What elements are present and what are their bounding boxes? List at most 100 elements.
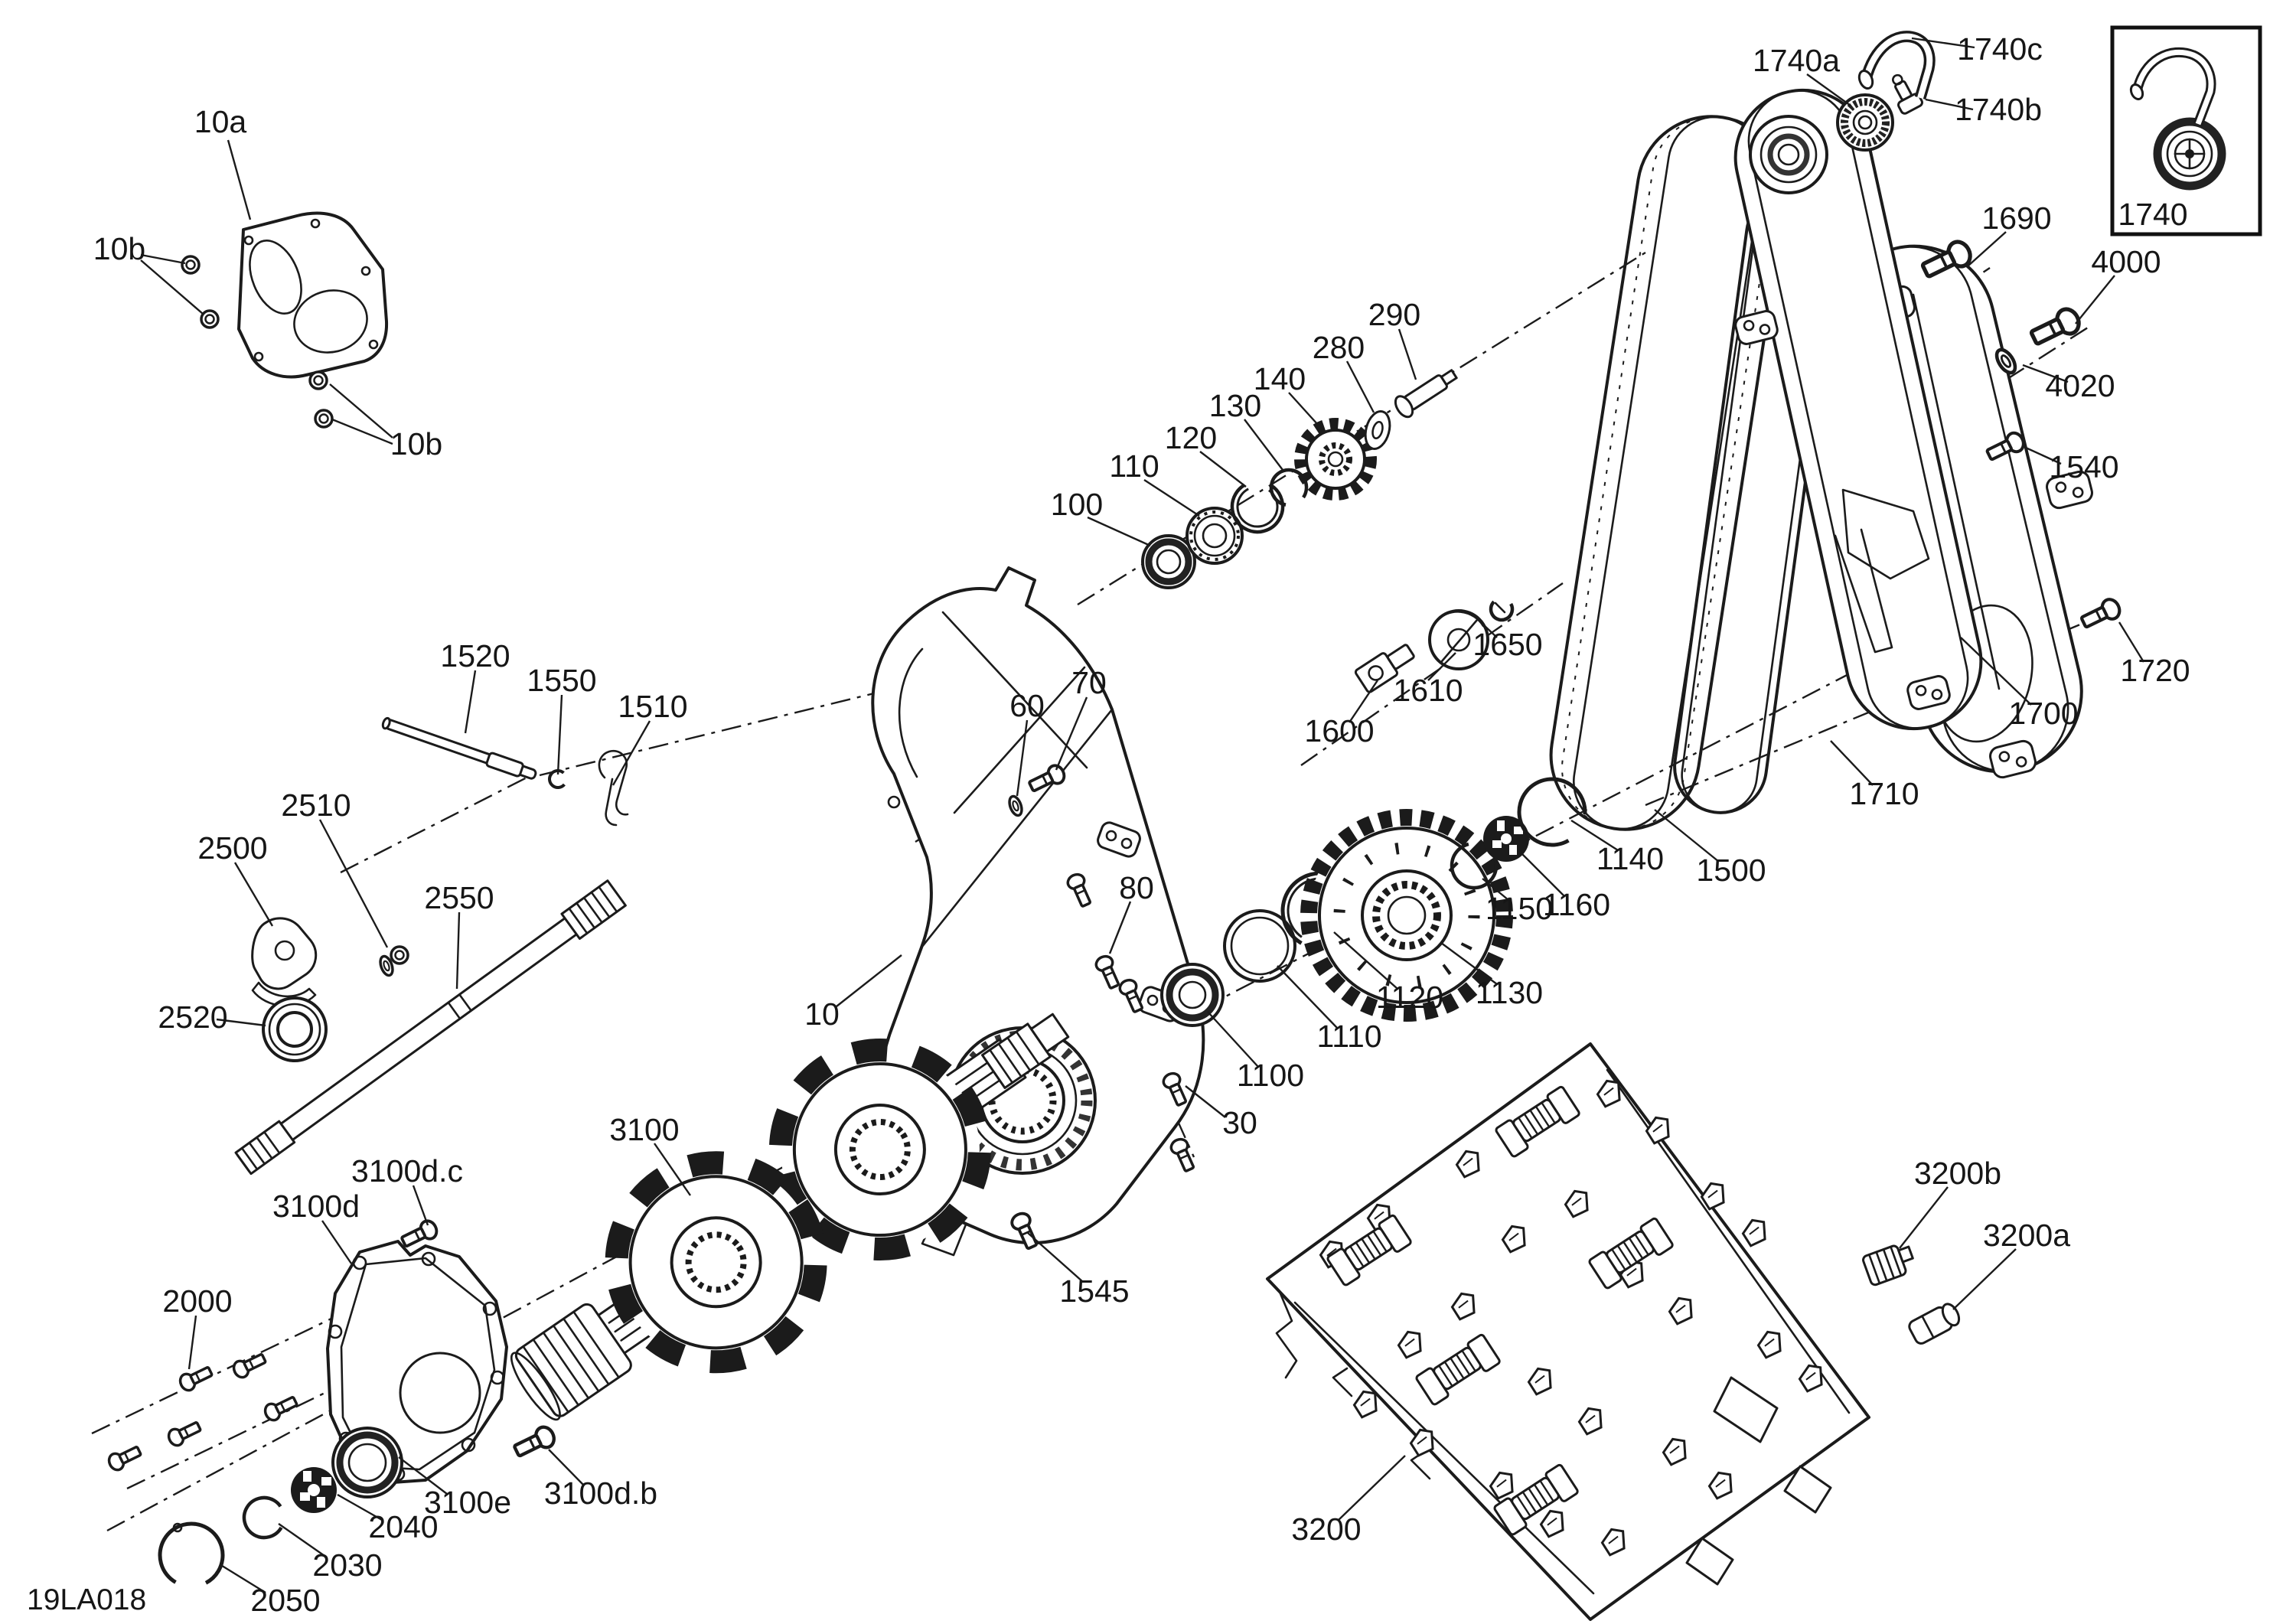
leader-line-140 bbox=[1288, 392, 1326, 434]
bearing-2520 bbox=[262, 996, 328, 1062]
leader-line-4000 bbox=[2075, 275, 2115, 324]
leader-line-3100 bbox=[654, 1143, 691, 1196]
ring-1110 bbox=[1223, 909, 1296, 983]
leader-line-3100e bbox=[398, 1456, 448, 1495]
part-label-2030: 2030 bbox=[312, 1547, 382, 1583]
part-label-3200b: 3200b bbox=[1914, 1156, 2001, 1191]
leader-line-1710 bbox=[1830, 740, 1874, 786]
leader-line-80 bbox=[1108, 901, 1132, 954]
part-label-1520: 1520 bbox=[440, 638, 510, 673]
leader-line-1120 bbox=[1333, 931, 1398, 990]
leader-line-1140 bbox=[1570, 819, 1619, 852]
leader-line-1130 bbox=[1440, 942, 1498, 985]
part-label-1610: 1610 bbox=[1393, 673, 1463, 708]
part-label-1720: 1720 bbox=[2120, 653, 2190, 688]
part-label-1160: 1160 bbox=[1543, 887, 1610, 922]
leader-line-2030 bbox=[278, 1523, 328, 1558]
output-shaft-2550 bbox=[234, 879, 627, 1176]
part-label-10b-right: 10b bbox=[390, 426, 442, 461]
bolt-4000 bbox=[2028, 305, 2082, 349]
leader-line-3100d bbox=[321, 1220, 352, 1264]
clip-1550 bbox=[548, 769, 568, 789]
e-clip-1650 bbox=[1489, 596, 1515, 622]
part-label-110: 110 bbox=[1109, 448, 1159, 484]
screw-1720 bbox=[2079, 596, 2123, 631]
leader-line-4020 bbox=[2022, 364, 2069, 383]
seal-100 bbox=[1141, 534, 1196, 589]
part-label-60: 60 bbox=[1009, 688, 1045, 723]
snap-ring-2050 bbox=[158, 1521, 225, 1589]
leader-line-3200b bbox=[1899, 1186, 1949, 1249]
nut-2510 bbox=[377, 945, 409, 979]
leader-line-1110 bbox=[1277, 965, 1338, 1029]
part-label-1100: 1100 bbox=[1237, 1058, 1304, 1093]
leader-line-1740a bbox=[1806, 73, 1851, 106]
bolts-2000 bbox=[105, 1348, 301, 1474]
leader-line-1100 bbox=[1207, 1011, 1259, 1068]
tensioner-roller-1610 bbox=[1428, 609, 1489, 670]
leader-line-1510 bbox=[612, 720, 651, 786]
part-label-70: 70 bbox=[1071, 665, 1107, 700]
part-label-1540: 1540 bbox=[2049, 449, 2118, 484]
leader-line-120 bbox=[1199, 451, 1247, 488]
splined-hub-1160 bbox=[1483, 816, 1529, 862]
part-label-100: 100 bbox=[1051, 487, 1103, 522]
leader-line-2000 bbox=[188, 1315, 197, 1370]
bottom-gasket-3100d bbox=[326, 1240, 508, 1485]
part-label-2510: 2510 bbox=[281, 788, 351, 823]
drive-chain-1500 bbox=[1549, 115, 1788, 831]
part-label-1600: 1600 bbox=[1304, 713, 1374, 748]
leader-line-2550 bbox=[455, 911, 461, 990]
snap-ring-130 bbox=[1269, 468, 1309, 507]
leader-line-1650 bbox=[1470, 612, 1498, 638]
leader-line-110 bbox=[1143, 478, 1200, 517]
shoulder-bolt-290 bbox=[1394, 369, 1458, 419]
leader-line-1550 bbox=[556, 694, 563, 775]
leader-line-60 bbox=[1016, 719, 1029, 797]
leader-line-2040 bbox=[337, 1493, 383, 1521]
leader-line-1610 bbox=[1427, 652, 1456, 681]
washer-280 bbox=[1364, 410, 1391, 450]
leader-line-1690 bbox=[1968, 231, 2007, 266]
leader-line-10b-right bbox=[329, 383, 393, 439]
leader-line-1740c bbox=[1911, 37, 1975, 49]
part-label-1740c: 1740c bbox=[1957, 31, 2043, 67]
part-label-2520: 2520 bbox=[158, 1000, 227, 1035]
part-label-3200: 3200 bbox=[1291, 1511, 1361, 1547]
leader-line-1700 bbox=[1960, 637, 2032, 706]
shift-rod-1520 bbox=[381, 716, 537, 780]
track-insert-3200b bbox=[1862, 1244, 1914, 1286]
leader-line-10b-left bbox=[140, 259, 204, 315]
part-label-1510: 1510 bbox=[618, 689, 687, 724]
leader-line-1600 bbox=[1349, 680, 1378, 723]
part-label-1700: 1700 bbox=[2008, 696, 2078, 731]
countershaft-3100 bbox=[510, 944, 1070, 1421]
leader-line-10b-right bbox=[331, 418, 393, 445]
seal-1100 bbox=[1160, 963, 1225, 1027]
part-label-120: 120 bbox=[1165, 420, 1217, 455]
leader-line-3200 bbox=[1337, 1455, 1406, 1521]
leader-line-1150 bbox=[1482, 878, 1509, 901]
leader-line-1720 bbox=[2118, 621, 2145, 663]
leader-line-3100d.b bbox=[548, 1449, 584, 1485]
leader-line-2500 bbox=[233, 862, 274, 927]
leader-line-10 bbox=[836, 954, 902, 1007]
leader-line-280 bbox=[1345, 360, 1375, 413]
part-label-3100: 3100 bbox=[609, 1112, 679, 1147]
leader-line-30 bbox=[1185, 1085, 1226, 1118]
snap-ring-2030 bbox=[242, 1495, 286, 1540]
track-section-3200 bbox=[1266, 1042, 1870, 1621]
part-label-30: 30 bbox=[1222, 1105, 1257, 1140]
part-label-1740: 1740 bbox=[2118, 197, 2187, 232]
part-label-3100d.c: 3100d.c bbox=[351, 1153, 463, 1189]
part-label-10a: 10a bbox=[194, 104, 247, 139]
part-label-140: 140 bbox=[1254, 361, 1306, 396]
part-label-2500: 2500 bbox=[197, 830, 267, 866]
leader-line-1500 bbox=[1654, 809, 1720, 863]
part-label-2000: 2000 bbox=[162, 1283, 232, 1319]
vent-hose-1740c bbox=[1857, 31, 1936, 100]
leader-line-1540 bbox=[2025, 446, 2062, 465]
part-label-3100d.b: 3100d.b bbox=[544, 1476, 657, 1511]
